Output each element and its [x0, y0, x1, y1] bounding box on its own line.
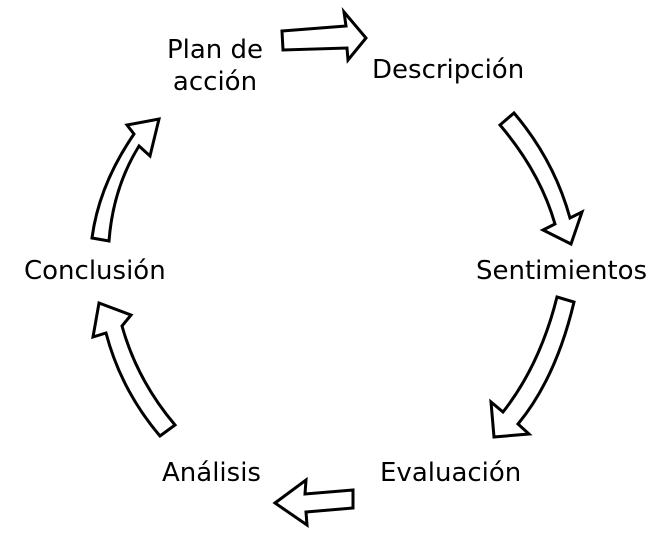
node-analisis: Análisis — [162, 458, 261, 488]
arrow-analisis-to-conclusion — [91, 300, 178, 439]
arrow-evaluacion-to-analisis — [272, 476, 355, 529]
node-plan-line-2: acción — [172, 67, 258, 97]
node-plan-line-1: Plan de — [166, 35, 264, 65]
arrow-descripcion-to-sentimientos — [497, 110, 585, 247]
node-evaluacion: Evaluación — [380, 458, 522, 488]
node-sentimientos: Sentimientos — [476, 256, 648, 286]
node-descripcion: Descripción — [372, 55, 525, 85]
node-plan-de-accion: Plan de acción — [150, 34, 280, 98]
arrow-plan-to-descripcion — [280, 7, 368, 64]
node-conclusion: Conclusión — [24, 256, 166, 286]
arrow-conclusion-to-plan — [90, 117, 162, 243]
arrow-sentimientos-to-evaluacion — [489, 295, 576, 439]
